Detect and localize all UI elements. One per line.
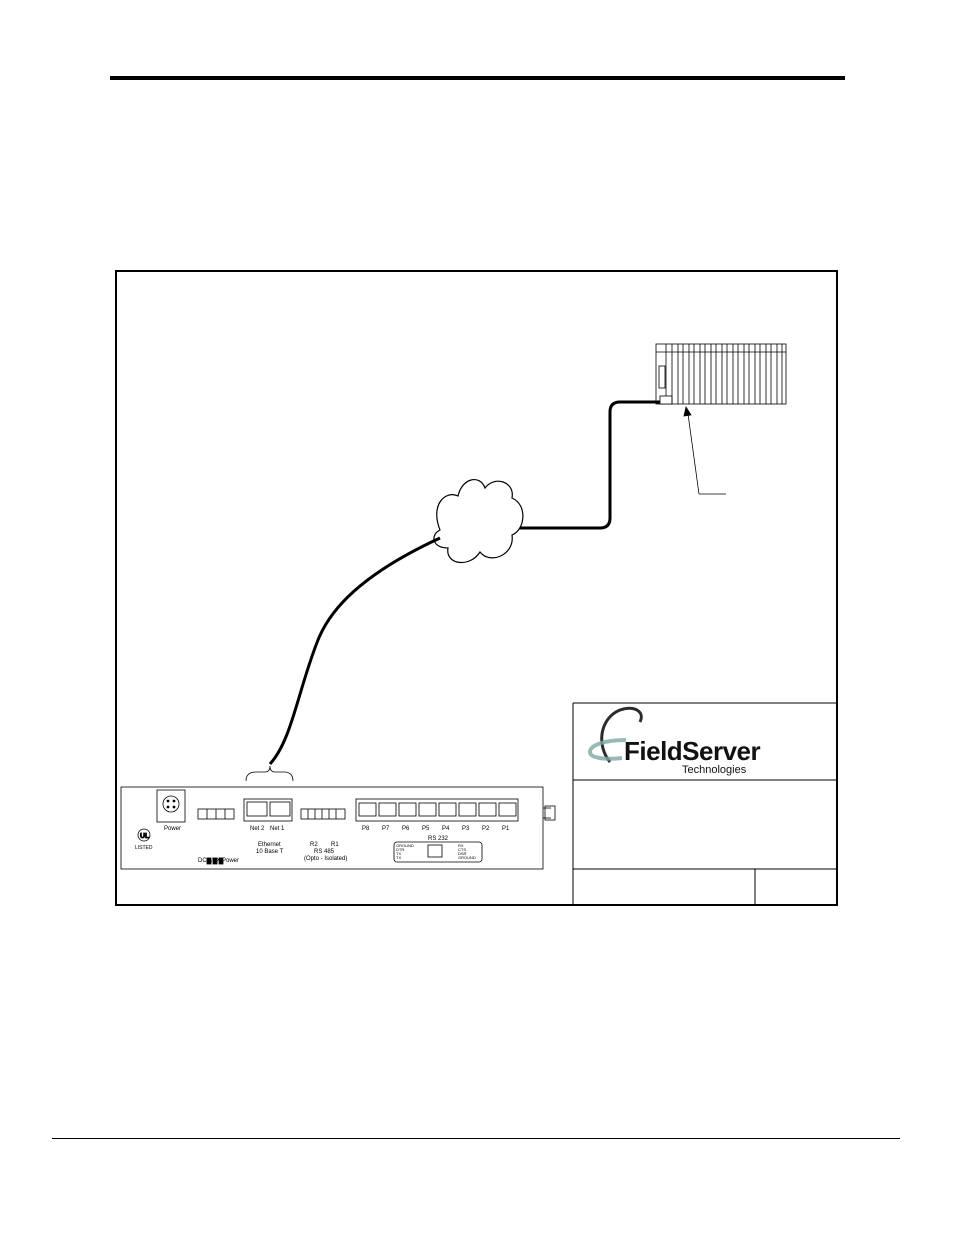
power-connector [156,789,186,823]
pin-left-label: GROUND [396,843,414,848]
pin-right-label: RX [458,843,464,848]
port-label: P5 [422,826,430,832]
cable-network-to-fieldserver [268,536,441,766]
dc-aux-terminal-block [197,808,235,865]
port-label: P4 [442,826,450,832]
chassis-labels: Power LISTED DC AUX Power Net 2 Net 1 Et… [135,826,510,864]
ethernet-label: Ethernet [258,842,281,848]
port-label: P3 [462,826,470,832]
ethernet-ports [243,798,293,822]
fieldserver-logo-swoosh [587,706,643,763]
opto-isolated-label: (Opto - Isolated) [304,856,347,862]
net2-label: Net 2 [250,826,265,832]
diagram-frame [115,270,838,906]
port-label: P2 [482,826,490,832]
port-label: P1 [502,826,510,832]
logo-subtitle-text: Technologies [682,764,747,776]
pin-left-label: TX [396,851,401,856]
port-label: P6 [402,826,410,832]
ethernet-brace [245,765,294,782]
plc-rack-icon [655,343,787,405]
port-label: P8 [362,826,370,832]
net1-label: Net 1 [270,826,285,832]
r1-label: R1 [331,842,339,848]
pin-left-label: DTR [396,847,404,852]
title-block [572,702,837,905]
fieldserver-chassis [120,786,556,870]
ul-listed-mark: UL [137,828,150,842]
ul-listed-label: LISTED [135,845,153,851]
r2-label: R2 [310,842,318,848]
footer-rule [52,1138,900,1139]
plc-port-callout [683,405,726,495]
dc-aux-power-label: DC AUX Power [198,858,239,864]
rs232-label: RS 232 [428,836,449,842]
pin-right-label: CTS [458,847,466,852]
rs232-ports [355,798,519,822]
rs485-label: RS 485 [314,849,335,855]
power-label: Power [164,826,181,832]
pin-right-label: GROUND [458,855,476,860]
pin-right-label: DSR [458,851,467,856]
port-label: P7 [382,826,390,832]
pin-left-label: TX [396,855,401,860]
svg-text:UL: UL [140,833,150,840]
rs232-pinout-box [393,841,483,863]
network-cloud-icon [433,479,524,563]
logo-brand-text: FieldServer [624,736,761,766]
rs485-terminal-block [300,808,346,820]
cable-plc-to-network [518,400,660,530]
header-rule [110,76,845,80]
ethernet-speed-label: 10 Base T [256,849,284,855]
